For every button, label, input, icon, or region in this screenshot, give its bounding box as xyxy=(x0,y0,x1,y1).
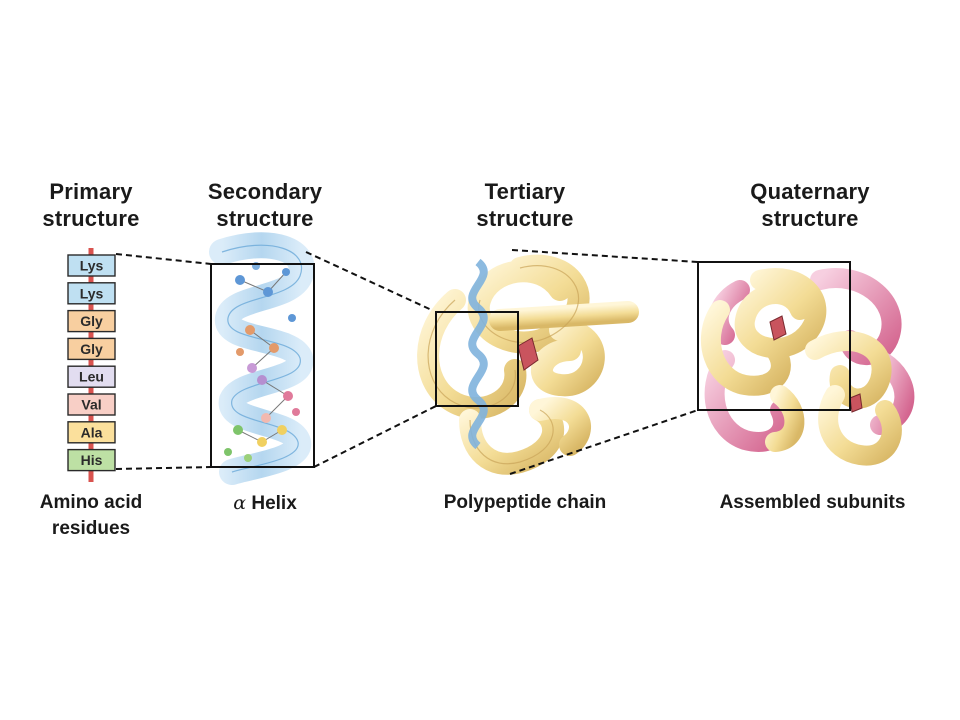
residue-box-bg xyxy=(67,337,116,361)
tertiary-fold-illustration xyxy=(417,254,639,475)
helix-zoom-box xyxy=(210,263,315,468)
residue-box-bg xyxy=(67,421,116,444)
connector-line-top xyxy=(115,253,212,265)
title-line-2: structure xyxy=(216,206,314,231)
residue-label: Lys xyxy=(80,285,104,301)
caption-line-1: Assembled subunits xyxy=(719,492,906,513)
quaternary-caption: Assembled subunits xyxy=(695,490,930,516)
primary-structure-title: Primary structure xyxy=(20,178,162,232)
residue-label: Ala xyxy=(81,424,103,440)
residue-label: His xyxy=(81,452,103,468)
connector-line-bottom xyxy=(509,409,699,475)
title-line-1: Tertiary xyxy=(484,179,566,204)
residue-box-ala: Ala xyxy=(67,421,116,444)
residue-box-bg xyxy=(67,393,116,416)
tertiary-structure-title: Tertiary structure xyxy=(445,178,605,232)
title-line-1: Secondary xyxy=(207,179,323,204)
secondary-caption: α Helix xyxy=(200,490,330,517)
connector-secondary-tertiary xyxy=(305,251,437,468)
title-line-2: structure xyxy=(476,206,574,231)
residue-box-bg xyxy=(67,309,116,333)
residue-box-bg xyxy=(67,282,116,305)
quaternary-zoom-box xyxy=(697,261,851,411)
residue-box-gly: Gly xyxy=(67,337,116,361)
helix-label: Helix xyxy=(251,493,297,514)
connector-line-bottom xyxy=(313,405,437,468)
residue-label: Lys xyxy=(80,258,104,274)
residue-label: Leu xyxy=(79,369,104,385)
residue-box-lys: Lys xyxy=(67,254,116,277)
residue-label: Gly xyxy=(80,341,103,357)
residue-box-leu: Leu xyxy=(67,365,116,388)
connector-primary-secondary xyxy=(115,253,212,470)
connector-tertiary-quaternary xyxy=(509,249,699,475)
alpha-symbol: α xyxy=(233,492,247,514)
caption-line-1: Polypeptide chain xyxy=(443,492,607,513)
alpha-helix-illustration xyxy=(209,232,315,485)
connector-line-bottom xyxy=(115,466,212,470)
caption-line-2: residues xyxy=(51,518,131,539)
tertiary-zoom-box xyxy=(435,311,519,407)
residue-label: Gly xyxy=(80,313,103,329)
title-line-1: Quaternary xyxy=(750,179,870,204)
residue-box-bg xyxy=(67,254,116,277)
quaternary-structure-title: Quaternary structure xyxy=(720,178,900,232)
residue-box-his: His xyxy=(67,448,116,472)
residue-box-bg xyxy=(67,365,116,388)
residue-box-bg xyxy=(67,448,116,472)
connector-line-top xyxy=(511,249,699,263)
tertiary-caption: Polypeptide chain xyxy=(410,490,640,516)
primary-caption: Amino acid residues xyxy=(20,490,162,542)
secondary-structure-title: Secondary structure xyxy=(185,178,345,232)
title-line-2: structure xyxy=(761,206,859,231)
title-line-1: Primary xyxy=(49,179,133,204)
residue-box-lys: Lys xyxy=(67,282,116,305)
title-line-2: structure xyxy=(42,206,140,231)
residue-label: Val xyxy=(81,397,101,413)
quaternary-assembly-illustration xyxy=(697,261,915,466)
connector-line-top xyxy=(305,251,437,313)
residue-box-gly: Gly xyxy=(67,309,116,333)
residue-box-val: Val xyxy=(67,393,116,416)
caption-line-1: Amino acid xyxy=(39,492,143,513)
